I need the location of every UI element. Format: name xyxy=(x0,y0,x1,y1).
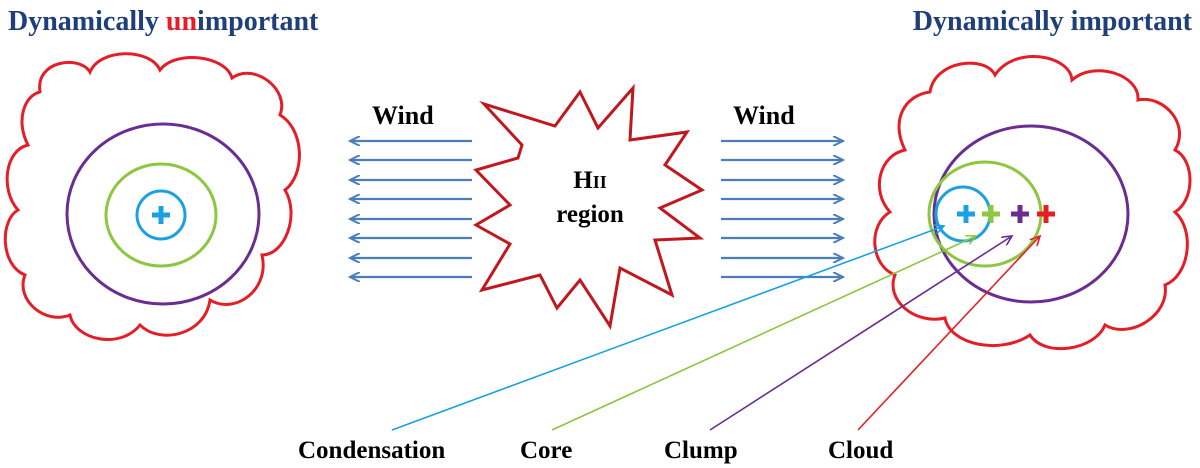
condensation-label: Condensation xyxy=(298,437,445,464)
left-condensation-ring xyxy=(135,189,187,241)
cloud-pointer xyxy=(857,236,1040,431)
wind-arrows-left xyxy=(350,141,472,277)
right-cloud-plus-icon xyxy=(1037,205,1055,223)
hii-region-label-line1: HII xyxy=(573,167,606,194)
right-clump-ring xyxy=(932,124,1130,304)
right-clump-plus-icon xyxy=(1011,205,1029,223)
clump-label: Clump xyxy=(664,437,738,464)
right-cloud-outline xyxy=(873,55,1192,350)
right-title: Dynamically important xyxy=(913,6,1193,37)
wind-arrows-right xyxy=(721,141,843,277)
right-molecular-cloud xyxy=(873,55,1192,350)
right-core-plus-icon xyxy=(982,205,1000,223)
wind-label-right: Wind xyxy=(733,101,795,130)
core-label: Core xyxy=(520,437,572,464)
left-title: Dynamically unimportant xyxy=(8,6,319,37)
core-pointer xyxy=(551,236,976,431)
cloud-label: Cloud xyxy=(828,437,893,464)
wind-label-left: Wind xyxy=(372,101,434,130)
hii-region-label-line2: region xyxy=(556,201,624,228)
clump-pointer xyxy=(709,236,1012,431)
left-molecular-cloud xyxy=(3,52,301,341)
hii-region-starburst xyxy=(472,83,706,331)
left-clump-ring xyxy=(65,122,261,306)
left-core-ring xyxy=(104,162,218,268)
left-condensation-plus-icon xyxy=(152,206,170,224)
condensation-pointer xyxy=(391,226,944,431)
left-cloud-outline xyxy=(3,52,301,341)
right-condensation-plus-icon xyxy=(957,205,975,223)
